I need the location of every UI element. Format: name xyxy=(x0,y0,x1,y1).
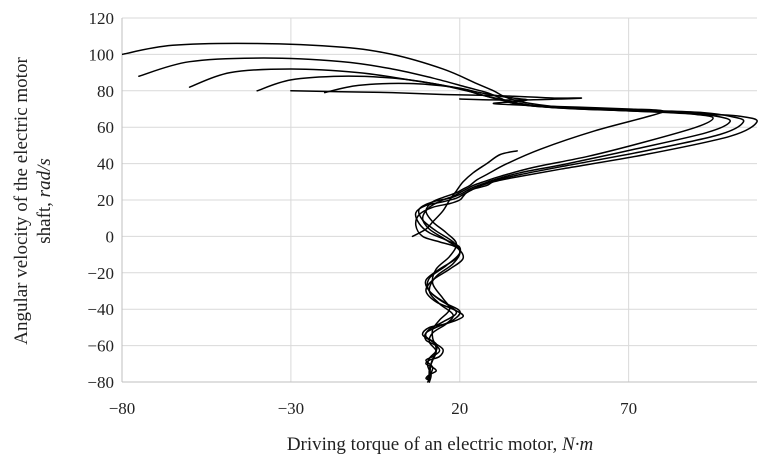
trajectory-series-5 xyxy=(323,82,665,381)
y-axis-title-line1: Angular velocity of the electric motor xyxy=(11,57,32,345)
x-tick-label: 70 xyxy=(620,399,637,418)
trajectory-series-6 xyxy=(290,90,583,101)
y-axis-title-line2: shaft, xyxy=(34,197,55,243)
x-axis-title-text: Driving torque of an electric motor, xyxy=(287,434,562,455)
y-axis-title-second-line: shaft, rad/s xyxy=(34,158,55,244)
y-tick-label: −20 xyxy=(87,264,114,283)
trajectory-series-2 xyxy=(138,57,745,383)
y-tick-label: 80 xyxy=(97,82,114,101)
x-tick-label: −80 xyxy=(109,399,136,418)
y-tick-label: 20 xyxy=(97,191,114,210)
y-axis-unit: rad/s xyxy=(34,158,55,197)
series-layer xyxy=(122,42,758,383)
trajectory-series-4 xyxy=(256,75,714,381)
axis-layer xyxy=(121,18,757,383)
label-layer: −80 −60 −40 −20 0 20 40 60 80 100 120 −80 −30 20 70 xyxy=(87,9,637,418)
x-tick-label: −30 xyxy=(278,399,305,418)
x-tick-label: 20 xyxy=(451,399,468,418)
y-tick-label: 120 xyxy=(89,9,115,28)
y-tick-label: −40 xyxy=(87,300,114,319)
x-axis-unit: N·m xyxy=(561,434,593,455)
y-tick-label: 0 xyxy=(106,227,115,246)
y-tick-label: −60 xyxy=(87,337,114,356)
y-axis-title: Angular velocity of the electric motor xyxy=(11,57,32,345)
x-axis-title: Driving torque of an electric motor, N·m xyxy=(287,434,593,455)
y-tick-label: 60 xyxy=(97,118,114,137)
y-tick-label: 40 xyxy=(97,155,114,174)
y-tick-label: 100 xyxy=(89,45,115,64)
y-tick-label: −80 xyxy=(87,373,114,392)
trajectory-series-7 xyxy=(411,150,518,238)
